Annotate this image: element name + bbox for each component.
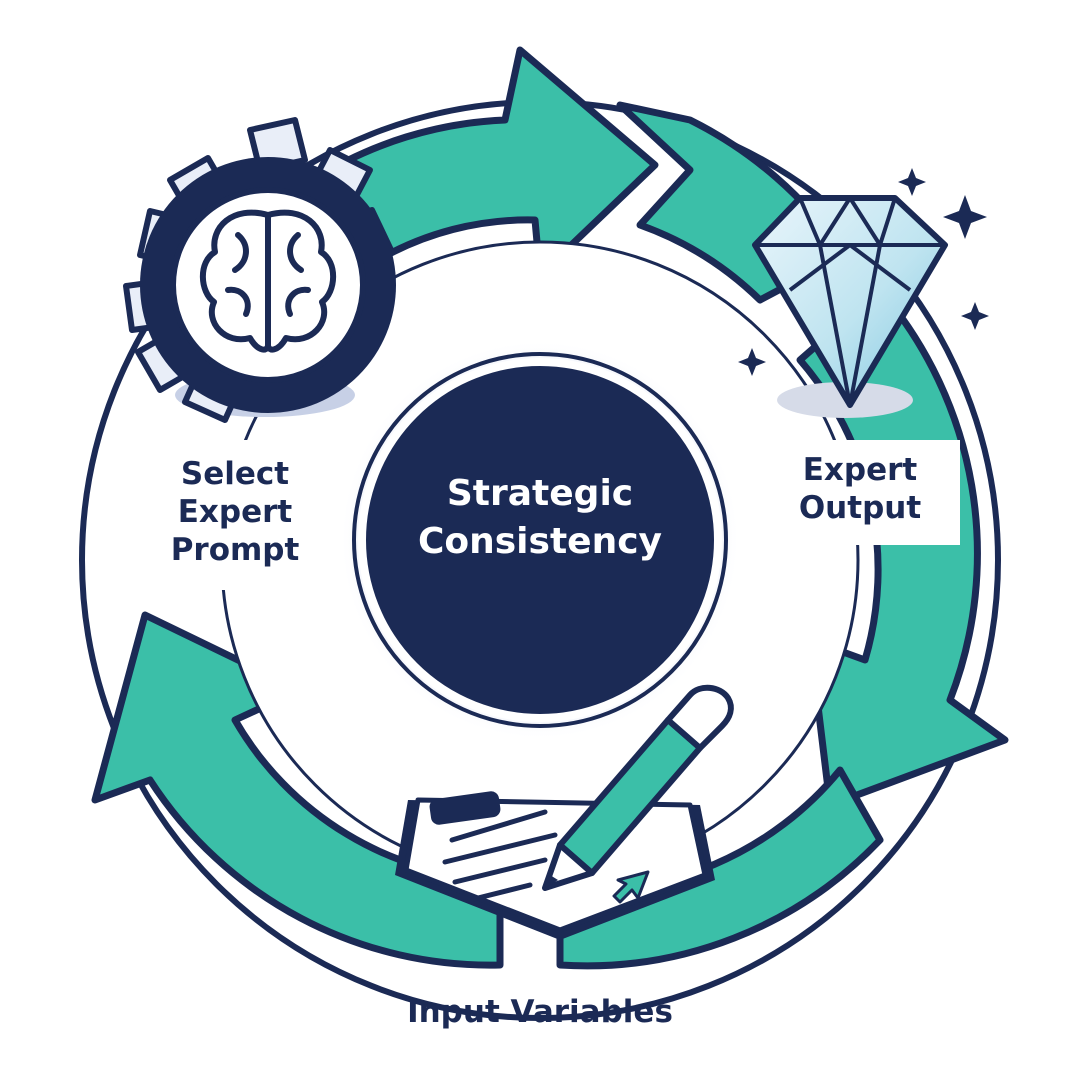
select-label-line3: Prompt	[170, 531, 300, 568]
output-label-line1: Expert	[802, 452, 918, 488]
input-label-text: Input Variables	[407, 994, 673, 1030]
brain-gear-icon	[123, 117, 396, 423]
clipboard-pencil-icon	[395, 684, 734, 940]
expert-output-label: Expert Output	[760, 452, 960, 528]
output-label-line2: Output	[798, 489, 922, 526]
select-label-line2: Expert	[177, 493, 293, 530]
center-circle	[358, 358, 722, 722]
input-variables-label: Input Variables	[340, 994, 740, 1032]
arrow-left	[91, 611, 504, 969]
center-title-line1: Strategic	[446, 473, 634, 514]
center-title-line2: Consistency	[417, 520, 663, 562]
select-label-backdrop	[130, 440, 345, 590]
select-expert-prompt-label: Select Expert Prompt	[140, 456, 330, 569]
output-label-backdrop	[755, 440, 960, 545]
center-title: Strategic Consistency	[370, 470, 710, 565]
center-outline	[352, 352, 728, 728]
diamond-icon	[738, 168, 989, 418]
select-label-line1: Select	[180, 456, 290, 492]
